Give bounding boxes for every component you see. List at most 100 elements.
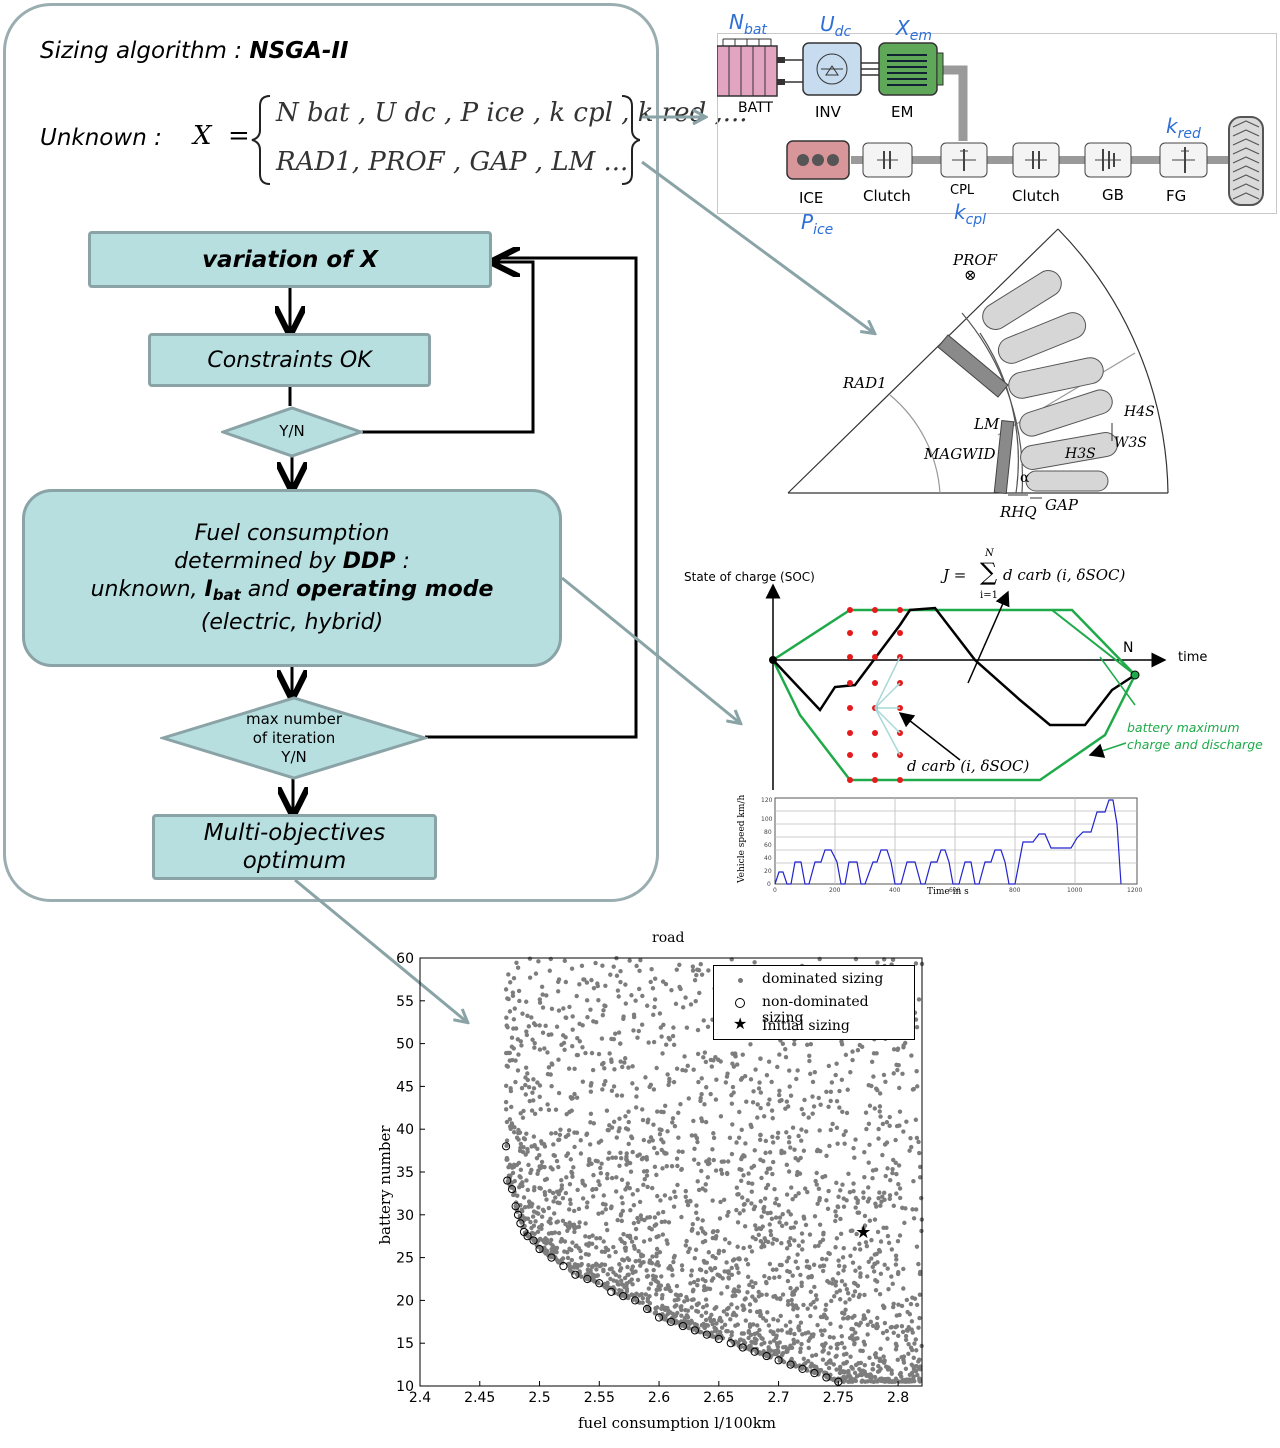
svg-text:1200: 1200	[1127, 887, 1142, 894]
dominated-point	[774, 1196, 779, 1202]
dominated-point	[669, 987, 674, 993]
dominated-point	[842, 1311, 847, 1316]
dominated-point	[653, 1292, 659, 1297]
dominated-point	[753, 1236, 758, 1242]
dominated-point	[659, 1274, 664, 1279]
svg-text:800: 800	[1009, 887, 1021, 894]
dominated-point	[726, 1209, 731, 1215]
dominated-point	[875, 1315, 880, 1321]
dominated-point	[574, 1243, 579, 1248]
dominated-point	[673, 1001, 679, 1007]
kcpl-parameter: kcpl	[954, 200, 986, 228]
dominated-point	[851, 1293, 856, 1298]
dominated-point	[615, 1217, 620, 1223]
dominated-point	[579, 1261, 584, 1267]
dominated-point	[788, 1285, 793, 1291]
dominated-point	[611, 1278, 616, 1283]
dominated-point	[841, 1204, 847, 1209]
dominated-point	[743, 1318, 749, 1323]
dominated-point	[757, 1137, 763, 1142]
dominated-point	[658, 1198, 663, 1203]
dominated-point	[586, 1162, 591, 1168]
dominated-point	[597, 1236, 603, 1241]
dominated-point	[776, 1092, 782, 1098]
electric-machine-icon	[878, 42, 944, 96]
dominated-point	[558, 1239, 564, 1244]
dominated-point	[883, 1173, 888, 1179]
dominated-point	[867, 1103, 873, 1108]
legend-initial-marker: ★	[733, 1014, 748, 1033]
dominated-point	[586, 1263, 591, 1268]
ddp-x-axis-label: time	[1178, 650, 1208, 665]
dominated-point	[711, 1229, 716, 1234]
dominated-point	[812, 1070, 818, 1075]
h3s-label: H3S	[1065, 446, 1096, 462]
gearbox-icon	[1084, 142, 1132, 178]
dominated-point	[826, 1250, 831, 1256]
dominated-point	[537, 1153, 542, 1158]
dominated-point	[605, 1176, 610, 1181]
dominated-point	[823, 1307, 828, 1313]
dominated-point	[654, 1151, 660, 1156]
dominated-point	[666, 1266, 671, 1271]
dominated-point	[615, 1281, 621, 1287]
dominated-point	[625, 1272, 630, 1278]
dominated-point	[703, 1317, 709, 1323]
dominated-point	[735, 1062, 740, 1067]
dominated-point	[518, 1111, 523, 1116]
dominated-point	[606, 1156, 611, 1161]
dominated-point	[789, 1185, 794, 1190]
dominated-point	[655, 1193, 660, 1199]
dominated-point	[572, 1091, 577, 1097]
dominated-point	[878, 1271, 884, 1276]
dominated-point	[653, 1309, 659, 1315]
dominated-point	[747, 1244, 753, 1249]
dominated-point	[679, 1307, 684, 1313]
dominated-point	[772, 1200, 778, 1206]
dominated-point	[755, 1115, 760, 1120]
dominated-point	[729, 1151, 735, 1157]
dominated-point	[506, 996, 511, 1002]
dominated-point	[852, 1370, 858, 1376]
y-tick-label: 10	[396, 1379, 414, 1395]
dominated-point	[567, 1004, 572, 1010]
dominated-point	[758, 1226, 764, 1232]
dominated-point	[574, 1052, 580, 1058]
dominated-point	[664, 1238, 669, 1243]
dominated-point	[846, 1171, 851, 1177]
em-label: EM	[891, 103, 914, 121]
dominated-point	[644, 1003, 650, 1008]
dominated-point	[862, 1213, 868, 1219]
dominated-point	[747, 1302, 753, 1307]
dominated-point	[679, 1263, 685, 1268]
dominated-point	[916, 997, 922, 1002]
dominated-point	[764, 1292, 769, 1297]
non-dominated-point	[535, 1244, 544, 1254]
dominated-point	[813, 1352, 819, 1358]
dominated-point	[544, 993, 549, 998]
dominated-point	[852, 1246, 857, 1251]
dominated-point	[618, 1156, 624, 1161]
dominated-point	[912, 1378, 917, 1384]
motor-cross-section	[787, 228, 1169, 499]
dominated-point	[511, 975, 517, 981]
dominated-point	[896, 1379, 902, 1384]
dominated-point	[674, 1066, 680, 1071]
dominated-point	[902, 1220, 907, 1226]
dominated-point	[842, 1370, 847, 1375]
dominated-point	[695, 1139, 700, 1145]
dominated-point	[687, 1246, 692, 1251]
dominated-point	[684, 1238, 689, 1244]
dominated-point	[702, 1284, 707, 1289]
dominated-point	[713, 1054, 718, 1060]
dominated-point	[810, 1094, 815, 1099]
cost-sum-top: N	[985, 548, 994, 559]
dominated-point	[678, 1101, 683, 1107]
dominated-point	[837, 1364, 843, 1370]
dominated-point	[556, 1230, 562, 1236]
dominated-point	[645, 1184, 650, 1190]
dominated-point	[873, 1278, 878, 1283]
dominated-point	[801, 1148, 807, 1153]
dominated-point	[567, 1197, 573, 1203]
dominated-point	[786, 1209, 791, 1214]
